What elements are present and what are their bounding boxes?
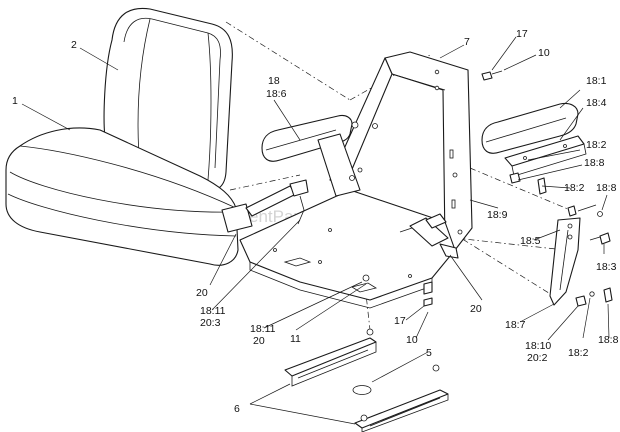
callout-11: 11 [290,333,301,345]
callout-18-2-mid: 18:2 [564,182,585,194]
callout-10-lower: 10 [406,334,418,346]
callout-17-upper: 17 [516,28,528,40]
callout-20-3: 20:3 [200,317,221,329]
callout-5: 5 [426,347,432,359]
callout-18-6: 18:6 [266,88,287,100]
hardware [362,70,613,307]
left-seat-belt [221,179,309,233]
callout-18-5: 18:5 [520,235,541,247]
callout-18-8-lower: 18:8 [598,334,619,346]
callout-18: 18 [268,75,280,87]
callout-20-right: 20 [470,303,482,315]
seat-cushion [5,127,239,266]
right-armrest [481,102,579,154]
callout-20-center: 20 [253,335,265,347]
alignment-lines [225,21,576,331]
callout-18-2-upper: 18:2 [586,139,607,151]
callout-18-11-center: 18:11 [250,323,276,335]
callout-18-3: 18:3 [596,261,617,273]
callout-1: 1 [12,95,18,107]
slide-rails [284,328,449,432]
callout-18-11-left: 18:11 [200,305,226,317]
callout-18-8-upper: 18:8 [584,157,605,169]
callout-18-9: 18:9 [487,209,508,221]
callout-18-10: 18:10 [525,340,551,352]
right-seat-belt [399,213,459,259]
armrest-bracket [504,135,587,177]
washer [352,385,372,395]
left-armrest [261,114,361,197]
callout-7: 7 [464,36,470,48]
callout-18-4: 18:4 [586,97,607,109]
callout-18-1: 18:1 [586,75,607,87]
callout-18-8-mid: 18:8 [596,182,617,194]
callout-labels: 1 2 7 17 10 18 18:6 18:1 18:4 18:2 18:8 … [12,28,619,415]
callout-17-lower: 17 [394,315,406,327]
callout-18-2-lower: 18:2 [568,347,589,359]
callout-18-7: 18:7 [505,319,526,331]
callout-10-upper: 10 [538,47,550,59]
callout-20-2: 20:2 [527,352,548,364]
callout-6: 6 [234,403,240,415]
callout-20-left: 20 [196,287,208,299]
callout-2: 2 [71,39,77,51]
side-bracket [549,217,581,306]
backrest-cushion [103,7,233,191]
leader-lines [21,36,610,425]
